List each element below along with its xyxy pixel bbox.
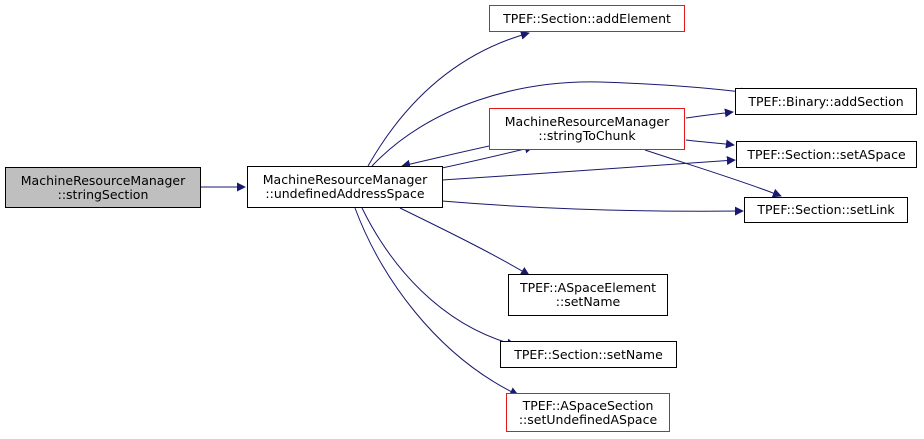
node-undefined-address-space-line1: MachineResourceManager (262, 172, 428, 187)
node-add-element[interactable]: TPEF::Section::addElement (489, 5, 685, 32)
node-string-to-chunk-line2: ::stringToChunk (538, 128, 636, 143)
node-undefined-address-space[interactable]: MachineResourceManager ::undefinedAddres… (247, 166, 443, 208)
node-set-link[interactable]: TPEF::Section::setLink (744, 197, 908, 223)
edge-undefinedaddressspace-to-section-setname (361, 207, 516, 348)
node-aspace-element-set-name-line2: ::setName (555, 294, 621, 309)
edge-stringtochunk-to-setaspace (685, 139, 735, 149)
edge-undefinedaddressspace-to-setaspace (441, 156, 736, 181)
edge-undefinedaddressspace-to-aspaceelement-setname (399, 207, 530, 276)
node-section-set-name[interactable]: TPEF::Section::setName (500, 341, 677, 368)
edge-undefinedaddressspace-to-setlink (441, 200, 744, 216)
node-set-link-label: TPEF::Section::setLink (757, 202, 895, 217)
node-section-set-name-label: TPEF::Section::setName (514, 346, 663, 362)
node-aspace-element-set-name[interactable]: TPEF::ASpaceElement ::setName (508, 274, 668, 316)
edge-undefinedaddressspace-to-addsection (371, 81, 750, 167)
node-string-section: MachineResourceManager ::stringSection (5, 167, 201, 208)
node-string-section-line1: MachineResourceManager (20, 172, 186, 188)
node-aspace-element-set-name-line1: TPEF::ASpaceElement (519, 280, 657, 295)
node-undefined-address-space-line2: ::undefinedAddressSpace (265, 186, 425, 201)
node-string-to-chunk[interactable]: MachineResourceManager ::stringToChunk (489, 108, 685, 150)
node-set-undefined-a-space[interactable]: TPEF::ASpaceSection ::setUndefinedASpace (506, 393, 670, 432)
edge-stringtochunk-to-addsection (685, 108, 734, 119)
edge-stringtochunk-to-setlink (644, 149, 782, 198)
node-add-section[interactable]: TPEF::Binary::addSection (735, 88, 917, 115)
node-add-section-label: TPEF::Binary::addSection (748, 93, 904, 109)
node-string-to-chunk-line1: MachineResourceManager (504, 114, 670, 129)
node-set-undefined-a-space-line2: ::setUndefinedASpace (518, 411, 658, 427)
edge-undefinedaddressspace-to-stringtochunk (441, 144, 534, 169)
node-set-a-space[interactable]: TPEF::Section::setASpace (736, 141, 917, 168)
node-add-element-label: TPEF::Section::addElement (503, 10, 671, 26)
edge-undefinedaddressspace-to-setundefinedaspace (354, 207, 519, 396)
edge-undefinedaddressspace-to-addelement (367, 30, 530, 167)
node-set-a-space-label: TPEF::Section::setASpace (747, 146, 906, 162)
node-string-section-line2: ::stringSection (57, 186, 149, 202)
node-set-undefined-a-space-line1: TPEF::ASpaceSection (522, 397, 654, 413)
